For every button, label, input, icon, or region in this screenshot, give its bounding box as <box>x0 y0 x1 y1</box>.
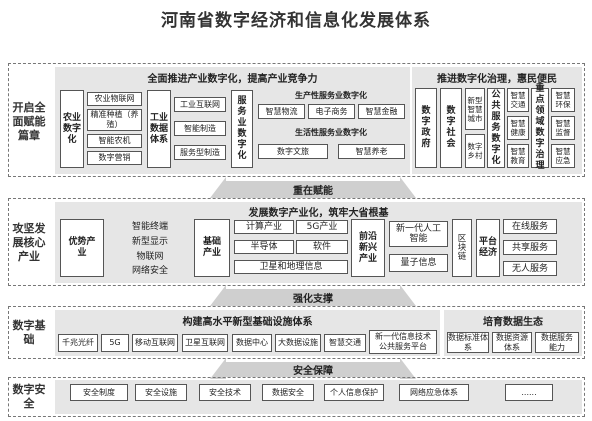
life-service-title: 生活性服务业数字化 <box>295 128 367 137</box>
key-governance-box: 重点领域数字治理 <box>531 84 549 171</box>
arrow-security: 安全保障 <box>210 358 416 379</box>
industry-digitalization-header: 全面推进产业数字化，提高产业竞争力 <box>147 74 318 85</box>
basic-item: 计算产业 <box>234 220 294 234</box>
arrow-empowerment: 重在赋能 <box>210 177 416 198</box>
frontier-industry-box: 前沿新兴产业 <box>351 219 385 277</box>
blockchain-box: 区块链 <box>452 219 472 277</box>
agri-item: 智能农机 <box>87 134 142 148</box>
public-service-item: 智慧健康 <box>507 116 529 140</box>
infrastructure-header: 构建高水平新型基础设施体系 <box>182 317 313 328</box>
row-label-empowerment: 开启全面赋能篇章 <box>12 101 46 142</box>
service-digital-box: 服务业数字化 <box>231 90 253 168</box>
infra-item: 大数据设施 <box>275 334 321 352</box>
productive-service-title: 生产性服务业数字化 <box>295 91 367 100</box>
data-ecology-item: 数据资源体系 <box>492 332 532 353</box>
row-label-digital-security: 数字安全 <box>12 383 46 410</box>
advantage-item: 物联网 <box>136 251 164 262</box>
agri-item: 农业物联网 <box>87 92 142 106</box>
public-service-item: 智慧交通 <box>507 88 529 112</box>
security-item: 网络应急体系 <box>399 384 469 401</box>
agri-item: 精准种植（养殖） <box>87 109 142 131</box>
section-digital-base <box>8 306 585 359</box>
advantage-item: 智能终端 <box>131 221 168 232</box>
frontier-item: 量子信息 <box>389 254 448 272</box>
governance-header: 推进数字化治理，惠民便民 <box>437 74 557 85</box>
infra-item: 新一代信息技术公共服务平台 <box>369 330 437 354</box>
data-ecology-item: 数据标准体系 <box>447 332 489 353</box>
smart-city-box: 新型智慧城市 <box>465 88 485 130</box>
life-service-item: 智慧养老 <box>338 144 405 159</box>
frontier-item: 新一代人工智能 <box>389 221 448 247</box>
basic-item: 半导体 <box>234 240 294 254</box>
industrial-data-box: 工业数据体系 <box>147 90 171 168</box>
security-item: 安全设施 <box>135 384 187 401</box>
digital-society-box: 数字社会 <box>440 88 462 168</box>
basic-item: 5G产业 <box>296 220 348 234</box>
public-service-box: 公共服务数字化 <box>487 88 505 168</box>
key-governance-item: 智慧应急 <box>551 144 575 168</box>
digital-government-box: 数字政府 <box>415 88 437 168</box>
basic-industry-box: 基础产业 <box>194 219 230 277</box>
life-service-item: 数字文旅 <box>258 144 328 159</box>
agri-digital-box: 农业数字化 <box>60 90 84 168</box>
digital-village-box: 数字乡村 <box>465 134 485 168</box>
advantage-industry-box: 优势产业 <box>60 219 104 277</box>
platform-item: 无人服务 <box>503 261 557 276</box>
public-service-item: 智慧教育 <box>507 144 529 168</box>
security-item: 安全技术 <box>199 384 251 401</box>
infra-item: 移动互联网 <box>132 334 178 352</box>
key-governance-item: 智慧环保 <box>551 88 575 112</box>
agri-item: 数字营销 <box>87 151 142 165</box>
industrial-item: 智能制造 <box>174 121 226 136</box>
data-ecology-header: 培育数据生态 <box>483 317 543 328</box>
infra-item: 千兆光纤 <box>58 334 98 352</box>
key-governance-item: 智慧监督 <box>551 116 575 140</box>
row-label-digital-base: 数字基础 <box>12 319 46 346</box>
security-item: ...... <box>505 384 553 401</box>
platform-economy-box: 平台经济 <box>476 219 500 277</box>
basic-item: 卫星和地理信息 <box>234 260 348 274</box>
platform-item: 共享服务 <box>503 240 557 255</box>
security-item: 个人信息保护 <box>324 384 384 401</box>
productive-service-item: 智慧金融 <box>358 104 405 119</box>
advantage-item: 网络安全 <box>131 265 168 276</box>
digital-industry-header: 发展数字产业化，筑牢大省根基 <box>248 208 389 219</box>
security-item: 数据安全 <box>262 384 314 401</box>
industrial-item: 服务型制造 <box>174 145 226 160</box>
data-ecology-item: 数据服务能力 <box>535 332 579 353</box>
productive-service-item: 智慧物流 <box>258 104 305 119</box>
industrial-item: 工业互联网 <box>174 97 226 112</box>
basic-item: 软件 <box>296 240 348 254</box>
section-core-industry <box>8 198 585 286</box>
productive-service-item: 电子商务 <box>308 104 355 119</box>
section-digital-security <box>8 377 585 417</box>
security-item: 安全制度 <box>70 384 128 401</box>
arrow-support: 强化支撑 <box>210 285 416 306</box>
section-empowerment <box>8 63 585 177</box>
infra-item: 5G <box>101 334 129 352</box>
platform-item: 在线服务 <box>503 219 557 234</box>
page-title: 河南省数字经济和信息化发展体系 <box>161 11 431 31</box>
infra-item: 智慧交通 <box>324 334 366 352</box>
infra-item: 卫星互联网 <box>182 334 228 352</box>
row-label-core-industry: 攻坚发展核心产业 <box>12 222 46 263</box>
infra-item: 数据中心 <box>232 334 272 352</box>
advantage-item: 新型显示 <box>131 236 168 247</box>
